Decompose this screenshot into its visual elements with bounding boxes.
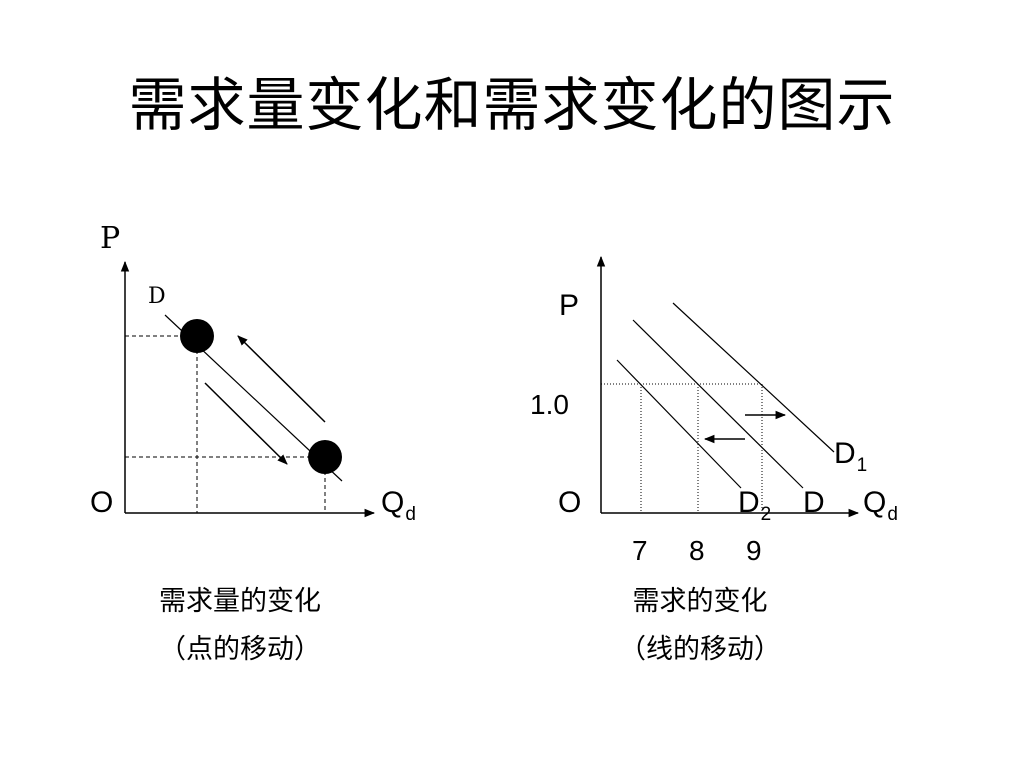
- demand-curve-d2: [616, 359, 742, 489]
- demand-curve-d: [632, 319, 804, 489]
- right-caption-line1: 需求的变化: [632, 586, 768, 617]
- movement-arrow-down: [204, 382, 288, 465]
- price-value-label: 1.0: [530, 389, 569, 420]
- right-caption: 需求的变化 （线的移动）: [550, 578, 850, 674]
- left-diagram: P D O Qd: [90, 221, 416, 525]
- right-origin-label: O: [558, 486, 581, 519]
- left-caption: 需求量的变化 （点的移动）: [90, 578, 390, 674]
- left-q-label: Qd: [381, 486, 416, 525]
- curve-d-label: D: [803, 486, 825, 519]
- right-q-label: Qd: [863, 486, 898, 525]
- right-caption-line2: （线的移动）: [619, 634, 781, 665]
- right-diagram: P 1.0 O Qd D1 D2 D 7 8 9: [530, 255, 898, 566]
- curve-d2-label: D2: [738, 486, 771, 525]
- qty-tick-9: 9: [746, 535, 762, 566]
- right-p-label: P: [559, 289, 579, 322]
- left-origin-label: O: [90, 486, 113, 519]
- page-title: 需求量变化和需求变化的图示: [128, 71, 896, 139]
- qty-tick-7: 7: [632, 535, 648, 566]
- upper-point: [180, 319, 214, 353]
- left-caption-line1: 需求量的变化: [159, 586, 321, 617]
- movement-arrow-up: [237, 335, 326, 423]
- left-p-label: P: [100, 221, 120, 256]
- curve-d1-label: D1: [834, 437, 867, 476]
- qty-tick-8: 8: [689, 535, 705, 566]
- demand-curve-d1: [672, 302, 835, 453]
- left-caption-line2: （点的移动）: [159, 634, 321, 665]
- left-d-label: D: [148, 284, 166, 309]
- lower-point: [308, 440, 342, 474]
